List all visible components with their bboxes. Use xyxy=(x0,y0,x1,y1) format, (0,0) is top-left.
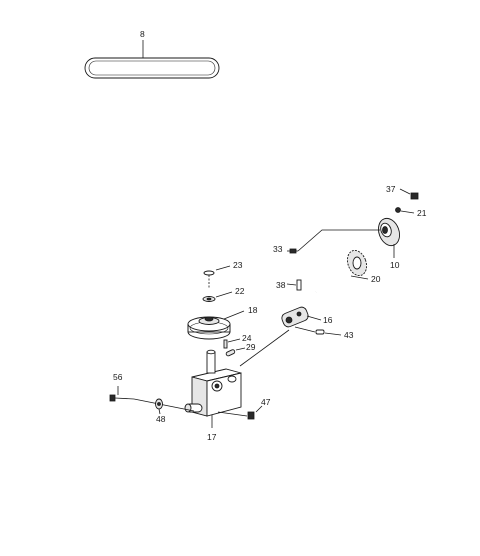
leader-29 xyxy=(235,347,246,351)
pulley xyxy=(187,310,245,340)
pin-43 xyxy=(294,326,342,336)
leader-38 xyxy=(286,283,297,286)
callout-48: 48 xyxy=(156,414,166,424)
leader-24 xyxy=(227,338,241,343)
bolt-axis-line xyxy=(133,398,195,412)
leader-21 xyxy=(400,210,415,214)
screw-23 xyxy=(203,265,231,288)
callout-10: 10 xyxy=(390,260,400,270)
callout-33: 33 xyxy=(273,244,283,254)
nut xyxy=(399,188,419,200)
callout-22: 22 xyxy=(235,286,245,296)
callout-47: 47 xyxy=(261,397,271,407)
callout-38: 38 xyxy=(276,280,286,290)
callout-24: 24 xyxy=(242,333,252,343)
drive-disc xyxy=(378,217,400,258)
leader-18 xyxy=(223,310,245,320)
pin-38 xyxy=(286,279,302,291)
washer-21 xyxy=(395,207,415,214)
spring-pin-29 xyxy=(225,347,246,357)
callout-43: 43 xyxy=(344,330,354,340)
callout-23: 23 xyxy=(233,260,243,270)
callout-16: 16 xyxy=(323,315,333,325)
leader-47 xyxy=(255,405,263,413)
washer-48 xyxy=(155,398,163,415)
leader-16 xyxy=(306,315,322,321)
key-24 xyxy=(223,338,241,349)
callout-17: 17 xyxy=(207,432,217,442)
leader-37 xyxy=(399,188,411,195)
bolt-56 xyxy=(109,386,135,402)
callout-18: 18 xyxy=(248,305,258,315)
callout-8: 8 xyxy=(140,29,145,39)
leader-48 xyxy=(158,408,161,415)
leader-20 xyxy=(350,275,369,280)
leader-23 xyxy=(215,265,231,271)
nut-47 xyxy=(217,405,263,420)
washer-22 xyxy=(202,291,233,302)
bolt-33 xyxy=(287,229,380,254)
gearbox xyxy=(184,349,242,428)
drive-belt xyxy=(84,40,220,79)
coupling xyxy=(281,306,322,328)
callout-37: 37 xyxy=(386,184,396,194)
assembly-leader xyxy=(239,329,290,367)
callout-21: 21 xyxy=(417,208,427,218)
callout-56: 56 xyxy=(113,372,123,382)
shaft-with-gear xyxy=(315,249,369,294)
leader-22 xyxy=(215,291,233,298)
callout-20: 20 xyxy=(371,274,381,284)
leader-43 xyxy=(324,332,342,336)
callout-29: 29 xyxy=(246,342,256,352)
